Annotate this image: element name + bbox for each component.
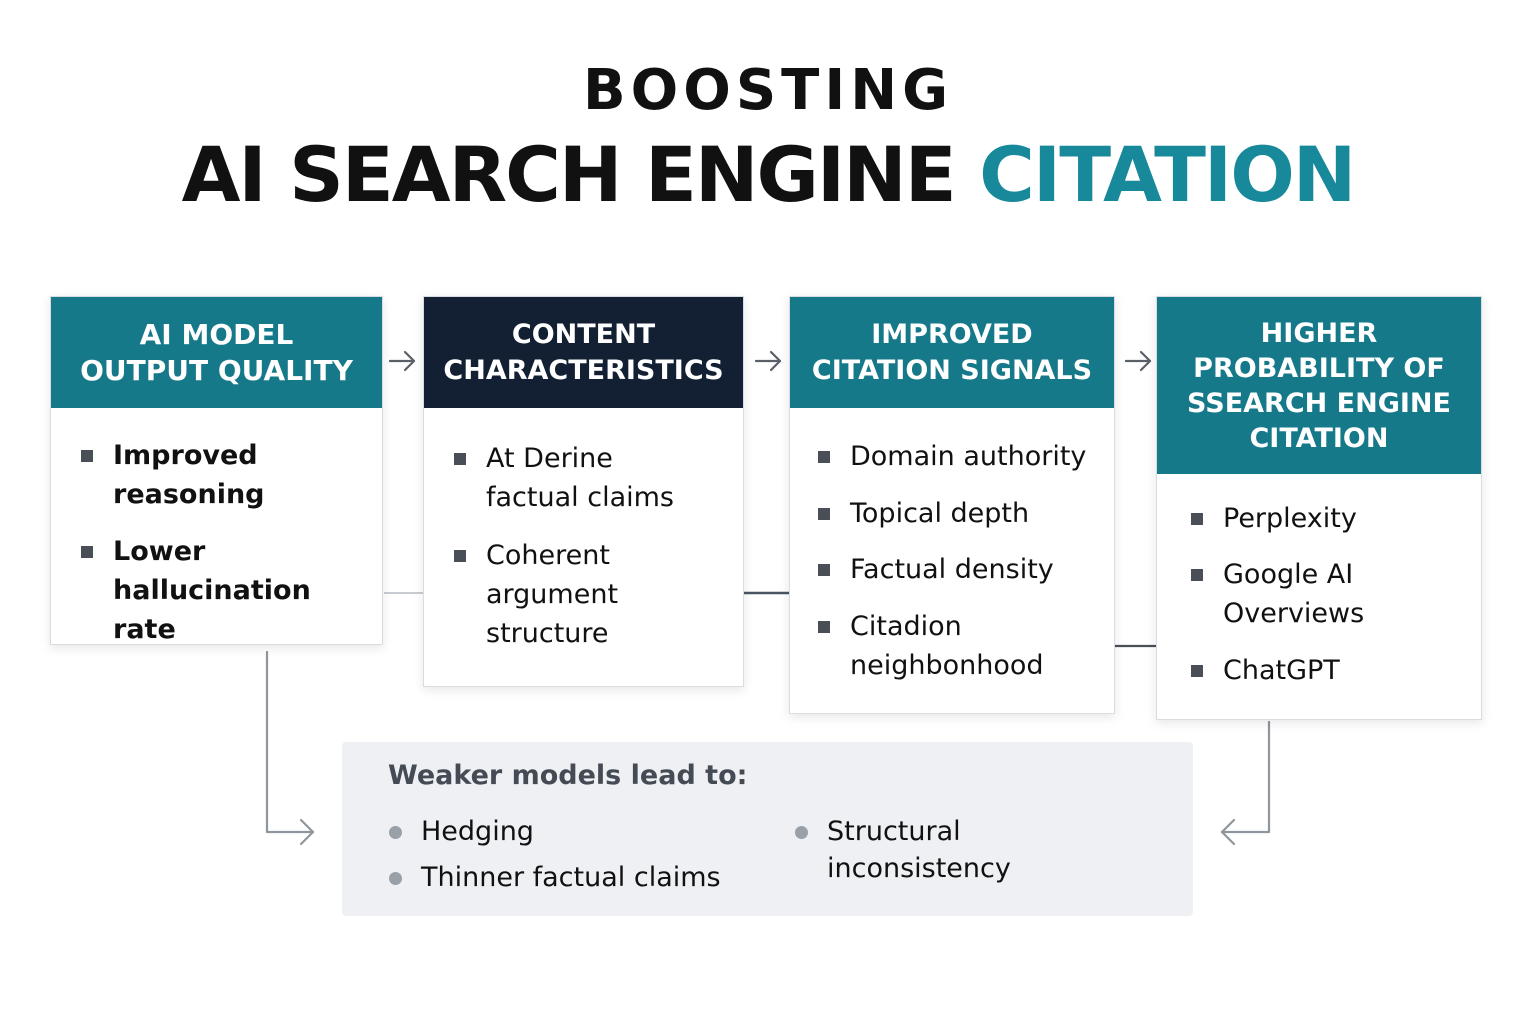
item-line: Google AI xyxy=(1223,559,1354,590)
item-line: Citadion xyxy=(850,611,962,642)
header-line: HIGHER xyxy=(1260,317,1378,349)
box-header: AI MODEL OUTPUT QUALITY xyxy=(51,297,382,408)
item-line: Lower xyxy=(113,536,206,567)
item-line: Overviews xyxy=(1223,598,1365,629)
connector-box1-to-bottom xyxy=(265,650,315,846)
page-title-top: BOOSTING xyxy=(582,58,954,123)
item-line: Coherent xyxy=(486,540,610,571)
list-item: Factual density xyxy=(818,550,1102,589)
box-content-characteristics: CONTENT CHARACTERISTICS At Derine factua… xyxy=(423,296,744,687)
item-line: ChatGPT xyxy=(1223,655,1340,686)
item-line: inconsistency xyxy=(827,853,1011,884)
box-improved-citation-signals: IMPROVED CITATION SIGNALS Domain authori… xyxy=(789,296,1115,714)
item-line: hallucination rate xyxy=(113,575,311,645)
header-line: OUTPUT QUALITY xyxy=(80,353,353,387)
header-line: SSEARCH ENGINE xyxy=(1187,387,1451,419)
box-header: CONTENT CHARACTERISTICS xyxy=(424,297,743,408)
list-item: Citadion neighbonhood xyxy=(818,607,1102,685)
item-line: At Derine xyxy=(486,443,613,474)
box-higher-probability-of-citation: HIGHER PROBABILITY OF SSEARCH ENGINE CIT… xyxy=(1156,296,1482,720)
item-line: Domain authority xyxy=(850,441,1087,472)
item-line: argument xyxy=(486,579,619,610)
header-line: AI MODEL xyxy=(139,317,294,351)
item-line: reasoning xyxy=(113,479,265,510)
header-line: CONTENT xyxy=(511,318,656,350)
list-item: Improved reasoning xyxy=(81,436,370,514)
title-accent-text: CITATION xyxy=(979,130,1356,219)
header-line: CHARACTERISTICS xyxy=(443,354,724,386)
title-main-text: AI SEARCH ENGINE xyxy=(181,130,957,219)
arrow-box1-to-box2 xyxy=(388,350,416,372)
connector-box4-to-bottom xyxy=(1220,720,1271,846)
list-item: Topical depth xyxy=(818,494,1102,533)
item-line: factual claims xyxy=(486,482,674,513)
list-item: Domain authority xyxy=(818,437,1102,476)
arrow-box3-to-box4 xyxy=(1124,350,1152,372)
header-line: CITATION SIGNALS xyxy=(811,354,1093,386)
item-line: Improved xyxy=(113,440,258,471)
list-item: Structural inconsistency xyxy=(795,813,1011,887)
header-line: PROBABILITY OF xyxy=(1193,352,1445,384)
page-title-main: AI SEARCH ENGINE CITATION xyxy=(0,130,1536,219)
list-item: Perplexity xyxy=(1191,499,1469,538)
list-item: Hedging xyxy=(389,813,534,850)
list-item: Coherent argument structure xyxy=(454,536,731,653)
list-item: Lower hallucination rate xyxy=(81,532,370,649)
item-line: Structural xyxy=(827,816,961,847)
item-line: Perplexity xyxy=(1223,503,1357,534)
box-header: IMPROVED CITATION SIGNALS xyxy=(790,297,1114,408)
header-line: CITATION xyxy=(1249,422,1389,454)
box-ai-model-output-quality: AI MODEL OUTPUT QUALITY Improved reasoni… xyxy=(50,296,383,645)
list-item: At Derine factual claims xyxy=(454,439,731,517)
list-item: ChatGPT xyxy=(1191,651,1469,690)
weaker-models-title: Weaker models lead to: xyxy=(388,760,748,791)
item-line: Topical depth xyxy=(850,498,1030,529)
weaker-models-panel: Weaker models lead to: Hedging Thinner f… xyxy=(342,742,1193,916)
item-line: Factual density xyxy=(850,554,1054,585)
item-line: structure xyxy=(486,618,609,649)
arrow-box2-to-box3 xyxy=(754,350,782,372)
item-line: neighbonhood xyxy=(850,650,1044,681)
list-item: Thinner factual claims xyxy=(389,859,721,896)
list-item: Google AI Overviews xyxy=(1191,555,1469,633)
box-header: HIGHER PROBABILITY OF SSEARCH ENGINE CIT… xyxy=(1157,297,1481,474)
header-line: IMPROVED xyxy=(871,318,1033,350)
